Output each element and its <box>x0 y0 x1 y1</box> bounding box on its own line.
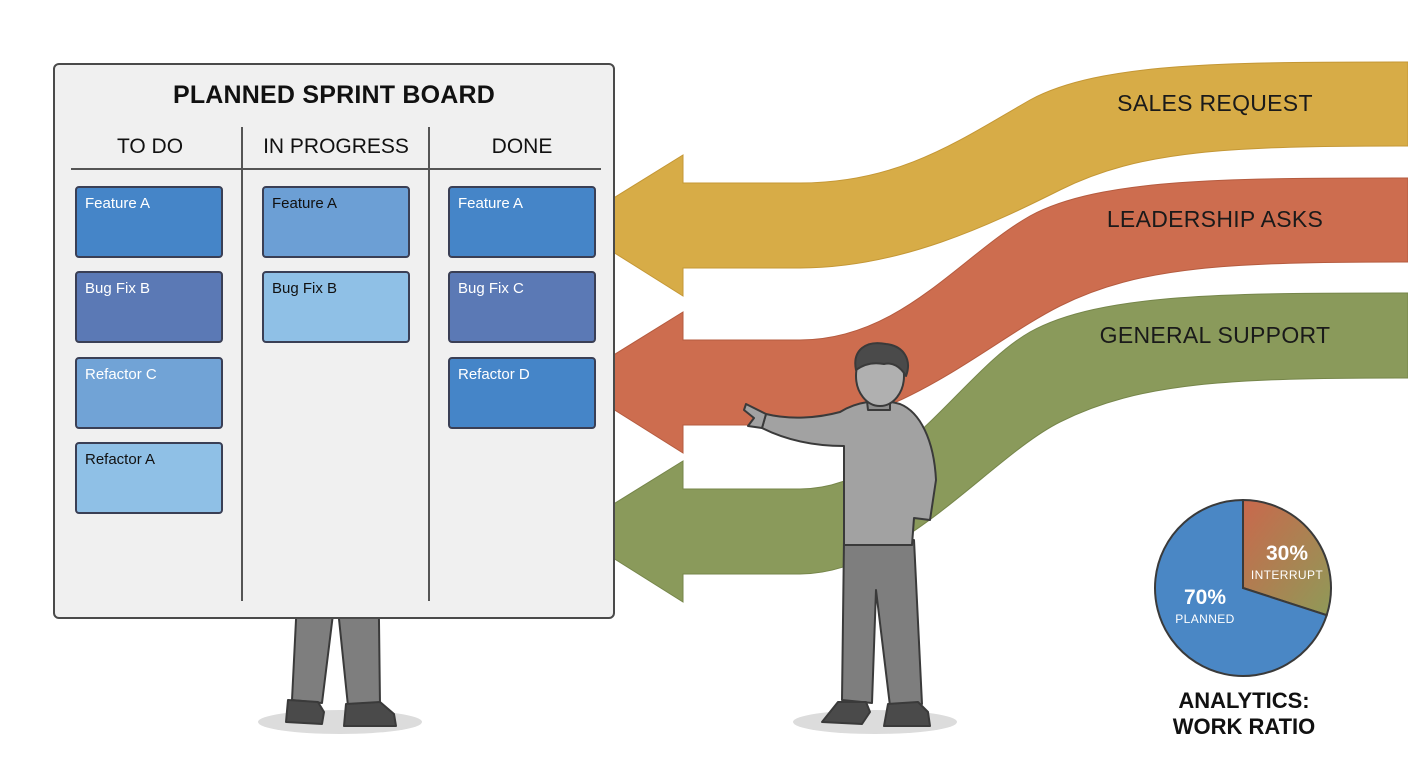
sprint-board: PLANNED SPRINT BOARD TO DO IN PROGRESS D… <box>53 63 615 619</box>
board-title: PLANNED SPRINT BOARD <box>172 81 496 109</box>
floor-shadow-right <box>793 710 957 734</box>
pie-interrupt-label: INTERRUPT <box>1250 568 1324 582</box>
floor-shadow-left <box>258 710 422 734</box>
sales-request-stream <box>569 61 1408 297</box>
person-right <box>743 342 937 727</box>
pie-slice-interrupt <box>1242 498 1332 617</box>
pie-title: ANALYTICS: WORK RATIO <box>1150 688 1338 740</box>
pie-title-line-2: WORK RATIO <box>1172 714 1316 739</box>
pie-title-line-1: ANALYTICS: <box>1178 688 1310 713</box>
stream-label-general-support: GENERAL SUPPORT <box>1099 322 1331 348</box>
pie-interrupt-percent: 30% <box>1265 542 1309 565</box>
leadership-asks-stream <box>569 177 1408 454</box>
card-in-progress-1[interactable]: Feature A <box>262 186 410 258</box>
work-ratio-pie <box>1154 498 1332 677</box>
card-done-3[interactable]: Refactor D <box>448 357 596 429</box>
stream-label-leadership-asks: LEADERSHIP ASKS <box>1106 206 1324 232</box>
column-divider-1 <box>241 127 243 601</box>
column-divider-2 <box>428 127 430 601</box>
pie-planned-label: PLANNED <box>1175 612 1235 626</box>
card-todo-3[interactable]: Refactor C <box>75 357 223 429</box>
card-done-2[interactable]: Bug Fix C <box>448 271 596 343</box>
column-header-in-progress: IN PROGRESS <box>263 135 409 158</box>
pie-slice-planned <box>1154 498 1328 677</box>
card-todo-4[interactable]: Refactor A <box>75 442 223 514</box>
column-header-rule <box>71 168 601 170</box>
card-todo-1[interactable]: Feature A <box>75 186 223 258</box>
column-header-todo: TO DO <box>116 135 184 158</box>
card-todo-2[interactable]: Bug Fix B <box>75 271 223 343</box>
pie-planned-percent: 70% <box>1183 586 1227 609</box>
column-header-done: DONE <box>491 135 553 158</box>
card-done-1[interactable]: Feature A <box>448 186 596 258</box>
general-support-stream <box>569 292 1408 603</box>
card-in-progress-2[interactable]: Bug Fix B <box>262 271 410 343</box>
stream-label-sales-request: SALES REQUEST <box>1117 90 1313 116</box>
